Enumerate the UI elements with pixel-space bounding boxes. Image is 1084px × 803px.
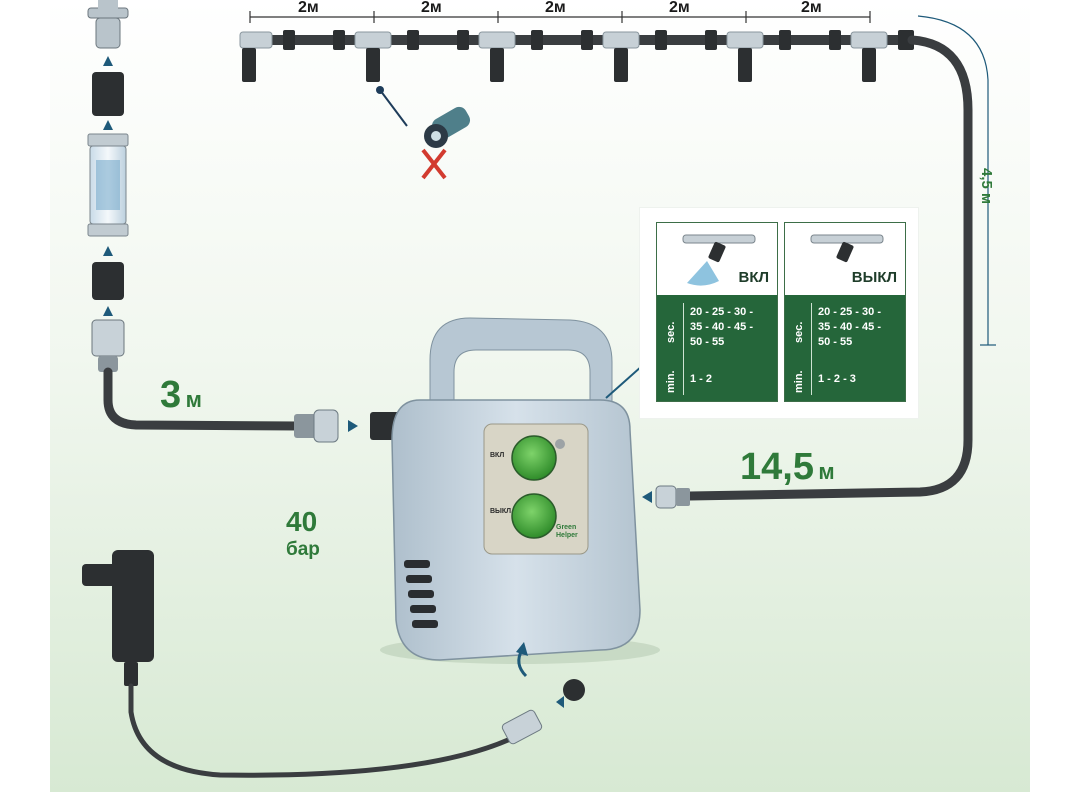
mode-on-sec-label: sec. xyxy=(665,321,677,343)
mode-off-sec-line: 50 - 55 xyxy=(818,336,853,348)
mode-off-sec-line: 35 - 40 - 45 - xyxy=(818,321,881,333)
mode-card-on-body: sec. min. 20 - 25 - 30 - 35 - 40 - 45 - … xyxy=(657,295,777,401)
pressure-number: 40 xyxy=(286,506,318,537)
pressure-unit: бар xyxy=(286,539,320,560)
outlet-hose-number: 14,5 xyxy=(740,446,814,488)
mode-off-min-label: min. xyxy=(793,370,805,393)
mode-off-sec-label: sec. xyxy=(793,321,805,343)
pump-device xyxy=(380,317,660,664)
mode-card-off-body: sec. min. 20 - 25 - 30 - 35 - 40 - 45 - … xyxy=(785,295,905,401)
vertical-dimension xyxy=(917,15,996,346)
mist-line xyxy=(239,11,914,82)
power-cap xyxy=(556,679,585,708)
outlet-hose xyxy=(685,35,973,501)
brand-label: Green Helper xyxy=(556,524,578,539)
mode-off-divider xyxy=(811,303,812,395)
segment-label-1: 2м xyxy=(298,0,319,16)
dial-on-label: ВКЛ xyxy=(490,452,505,459)
power-plug xyxy=(501,709,543,745)
segment-label-3: 2м xyxy=(545,0,566,16)
mode-on-title: ВКЛ xyxy=(738,269,769,286)
mode-card-on-header: ВКЛ xyxy=(657,223,777,295)
mode-on-min-label: min. xyxy=(665,370,677,393)
inlet-hose-unit: м xyxy=(185,387,202,412)
mode-on-sec-values: 20 - 25 - 30 - 35 - 40 - 45 - 50 - 55 xyxy=(690,305,753,350)
outlet-hose-unit: м xyxy=(818,459,835,484)
rotate-arrow-icon xyxy=(516,642,528,678)
mode-on-divider xyxy=(683,303,684,395)
power-cable xyxy=(128,683,511,778)
mode-off-title: ВЫКЛ xyxy=(851,269,897,286)
segment-label-4: 2м xyxy=(669,0,690,16)
mode-card-off-header: ВЫКЛ xyxy=(785,223,905,295)
mode-off-sec-line: 20 - 25 - 30 - xyxy=(818,306,881,318)
mode-card-off: ВЫКЛ sec. min. 20 - 25 - 30 - 35 - 40 - … xyxy=(784,222,906,402)
panel-leader xyxy=(605,365,643,399)
inlet-hose xyxy=(103,367,305,431)
inlet-hose-number: 3 xyxy=(160,374,182,416)
nozzle-warning-icon xyxy=(376,86,471,180)
mode-panel: ВКЛ sec. min. 20 - 25 - 30 - 35 - 40 - 4… xyxy=(640,208,918,418)
mode-card-on: ВКЛ sec. min. 20 - 25 - 30 - 35 - 40 - 4… xyxy=(656,222,778,402)
spray-on-icon xyxy=(682,234,756,286)
spray-off-icon xyxy=(810,234,884,263)
segment-label-5: 2м xyxy=(801,0,822,16)
outlet-hose-length: 14,5 м xyxy=(740,448,835,486)
mode-on-sec-line: 50 - 55 xyxy=(690,336,725,348)
power-adapter xyxy=(82,550,154,686)
segment-label-2: 2м xyxy=(421,0,442,16)
mode-on-sec-line: 20 - 25 - 30 - xyxy=(690,306,753,318)
dial-off-label: ВЫКЛ xyxy=(490,508,512,515)
mode-on-min-values: 1 - 2 xyxy=(690,373,713,385)
mode-off-min-values: 1 - 2 - 3 xyxy=(818,373,856,385)
outlet-connector xyxy=(642,485,690,509)
mode-off-sec-values: 20 - 25 - 30 - 35 - 40 - 45 - 50 - 55 xyxy=(818,305,881,350)
inlet-hose-length: 3 м xyxy=(160,376,202,414)
vertical-length-label: 4,5 м xyxy=(978,168,995,205)
mode-on-sec-line: 35 - 40 - 45 - xyxy=(690,321,753,333)
water-supply-chain xyxy=(87,0,129,372)
